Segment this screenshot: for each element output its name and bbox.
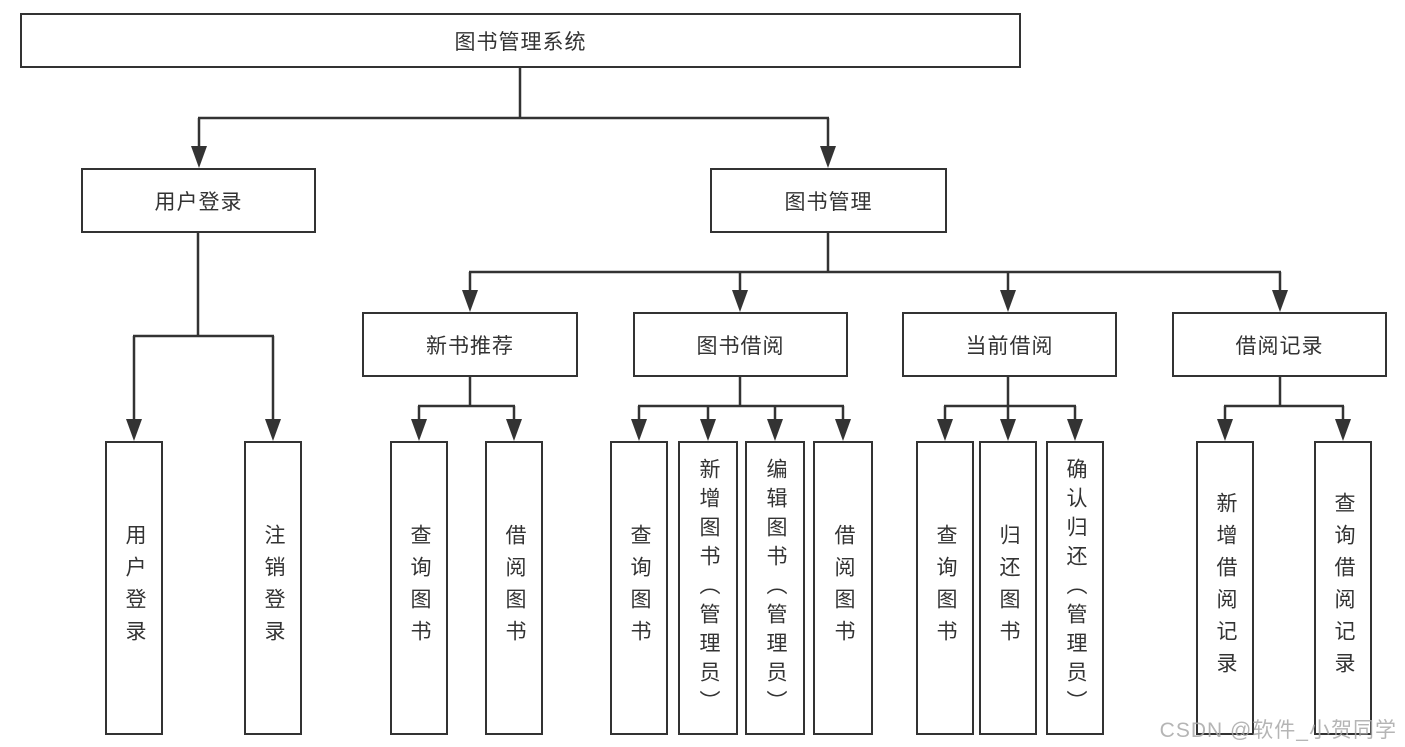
leaf-query-borrow-record-label: 查询借阅记录 <box>1332 492 1356 684</box>
leaf-query-books-current-label: 查询图书 <box>934 524 958 652</box>
node-module-borrow-records-label: 借阅记录 <box>1235 334 1324 358</box>
node-module-current-borrow: 当前借阅 <box>902 312 1117 377</box>
leaf-return-books-label: 归还图书 <box>997 524 1021 652</box>
arrowhead-icon <box>191 146 207 168</box>
node-root-label: 图书管理系统 <box>454 30 587 54</box>
arrowhead-icon <box>835 419 851 441</box>
leaf-borrow-books-recommend-label: 借阅图书 <box>503 524 527 652</box>
node-module-new-book-recommend: 新书推荐 <box>362 312 578 377</box>
arrowhead-icon <box>1335 419 1351 441</box>
node-branch-user-login-label: 用户登录 <box>154 190 243 214</box>
arrowhead-icon <box>767 419 783 441</box>
leaf-edit-books-admin: 编辑图书（管理员） <box>745 441 805 735</box>
node-branch-user-login: 用户登录 <box>81 168 316 233</box>
leaf-return-books: 归还图书 <box>979 441 1037 735</box>
node-branch-book-management-label: 图书管理 <box>784 190 873 214</box>
leaf-query-books-borrow: 查询图书 <box>610 441 668 735</box>
arrowhead-icon <box>462 290 478 312</box>
arrowhead-icon <box>1000 290 1016 312</box>
leaf-query-books-current: 查询图书 <box>916 441 974 735</box>
arrowhead-icon <box>820 146 836 168</box>
node-module-book-borrow: 图书借阅 <box>633 312 848 377</box>
node-module-borrow-records: 借阅记录 <box>1172 312 1387 377</box>
arrowhead-icon <box>506 419 522 441</box>
leaf-edit-books-admin-label: 编辑图书（管理员） <box>764 457 788 719</box>
leaf-add-books-admin-label: 新增图书（管理员） <box>697 457 721 719</box>
leaf-confirm-return-admin-label: 确认归还（管理员） <box>1064 457 1088 719</box>
leaf-add-borrow-record-label: 新增借阅记录 <box>1214 492 1238 684</box>
arrowhead-icon <box>126 419 142 441</box>
arrowhead-icon <box>411 419 427 441</box>
leaf-query-books-recommend-label: 查询图书 <box>408 524 432 652</box>
leaf-borrow-books: 借阅图书 <box>813 441 873 735</box>
leaf-borrow-books-recommend: 借阅图书 <box>485 441 543 735</box>
arrowhead-icon <box>732 290 748 312</box>
leaf-add-borrow-record: 新增借阅记录 <box>1196 441 1254 735</box>
arrowhead-icon <box>1217 419 1233 441</box>
leaf-logout: 注销登录 <box>244 441 302 735</box>
watermark: CSDN @软件_小贺同学 <box>1159 719 1397 742</box>
arrowhead-icon <box>1067 419 1083 441</box>
arrowhead-icon <box>631 419 647 441</box>
node-branch-book-management: 图书管理 <box>710 168 947 233</box>
leaf-query-books-recommend: 查询图书 <box>390 441 448 735</box>
node-root: 图书管理系统 <box>20 13 1021 68</box>
leaf-user-login: 用户登录 <box>105 441 163 735</box>
leaf-user-login-label: 用户登录 <box>123 524 147 652</box>
leaf-logout-label: 注销登录 <box>262 524 286 652</box>
arrowhead-icon <box>1000 419 1016 441</box>
leaf-confirm-return-admin: 确认归还（管理员） <box>1046 441 1104 735</box>
arrowhead-icon <box>265 419 281 441</box>
arrowhead-icon <box>937 419 953 441</box>
leaf-query-borrow-record: 查询借阅记录 <box>1314 441 1372 735</box>
arrowhead-icon <box>700 419 716 441</box>
leaf-add-books-admin: 新增图书（管理员） <box>678 441 738 735</box>
node-module-current-borrow-label: 当前借阅 <box>965 334 1054 358</box>
node-module-new-book-recommend-label: 新书推荐 <box>426 334 514 358</box>
node-module-book-borrow-label: 图书借阅 <box>696 334 785 358</box>
leaf-query-books-borrow-label: 查询图书 <box>628 524 652 652</box>
arrowhead-icon <box>1272 290 1288 312</box>
leaf-borrow-books-label: 借阅图书 <box>832 524 856 652</box>
